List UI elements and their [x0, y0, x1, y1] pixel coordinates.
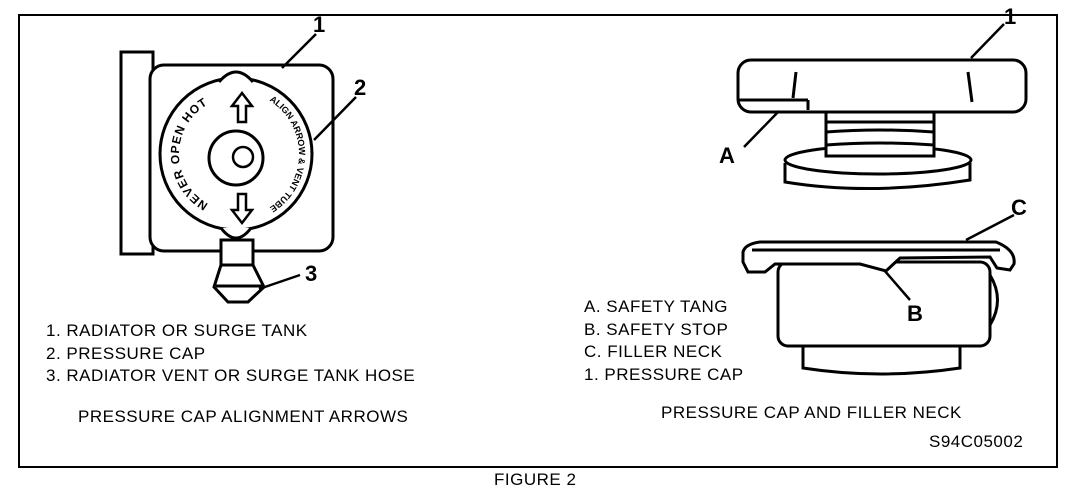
- right-leader-lines: [743, 23, 1015, 301]
- figure-frame: [18, 14, 1058, 468]
- left-legend: 1. RADIATOR OR SURGE TANK 2. PRESSURE CA…: [46, 320, 415, 388]
- legend-item: 1. PRESSURE CAP: [584, 364, 744, 384]
- left-leader-lines: [258, 33, 357, 291]
- callout-a-safety-tang: A: [719, 143, 735, 168]
- pressure-cap-top: [158, 70, 314, 240]
- right-legend: A. SAFETY TANG B. SAFETY STOP C. FILLER …: [584, 296, 744, 386]
- arrow-up-icon: [229, 90, 255, 124]
- callout-2-pressure-cap: 2: [354, 75, 367, 100]
- left-caption: PRESSURE CAP ALIGNMENT ARROWS: [78, 407, 409, 426]
- legend-item: 1. RADIATOR OR SURGE TANK: [46, 321, 308, 340]
- callout-3-vent-hose: 3: [305, 261, 318, 286]
- legend-item: B. SAFETY STOP: [584, 319, 729, 339]
- legend-item: 3. RADIATOR VENT OR SURGE TANK HOSE: [46, 366, 416, 385]
- callout-c-filler-neck: C: [1011, 195, 1027, 220]
- callout-1-radiator: 1: [313, 12, 326, 37]
- figure-label: FIGURE 2: [494, 470, 577, 489]
- pressure-cap-side: [736, 58, 1028, 190]
- filler-neck: [741, 240, 1016, 376]
- vent-tube: [212, 238, 266, 304]
- right-caption: PRESSURE CAP AND FILLER NECK: [661, 403, 962, 422]
- legend-item: A. SAFETY TANG: [584, 297, 728, 316]
- callout-b-safety-stop: B: [907, 301, 923, 326]
- legend-item: C. FILLER NECK: [584, 342, 723, 361]
- callout-1-pressure-cap: 1: [1004, 4, 1017, 29]
- arrow-down-icon: [229, 192, 255, 226]
- figure-code: S94C05002: [929, 432, 1024, 451]
- legend-item: 2. PRESSURE CAP: [46, 343, 206, 363]
